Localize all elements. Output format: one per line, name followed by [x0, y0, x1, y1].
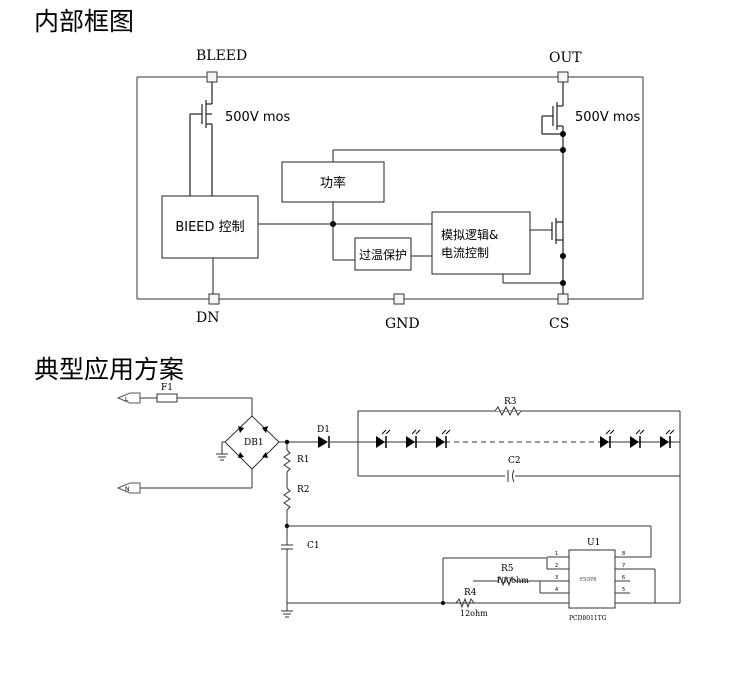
pin-bleed — [206, 71, 218, 83]
bleed-control-label: BIEED 控制 — [175, 220, 244, 235]
c1-label: C1 — [307, 541, 320, 551]
mosfet-cs — [551, 218, 563, 244]
power-label: 功率 — [320, 175, 346, 191]
u1-label: U1 — [587, 538, 600, 548]
logic-label-2: 电流控制 — [441, 246, 489, 260]
terminal-neutral-label: N — [125, 486, 130, 493]
pin-cs — [557, 293, 569, 305]
c2-label: C2 — [508, 456, 521, 466]
capacitor-c2 — [505, 469, 515, 483]
led-4 — [600, 429, 615, 448]
ground-symbol — [281, 603, 293, 618]
otp-label: 过温保护 — [359, 248, 407, 262]
resistor-r4 — [455, 597, 475, 609]
power-block — [281, 161, 385, 203]
ic-u1 — [568, 549, 616, 609]
section1-title: 内部框图 — [34, 7, 134, 36]
pin-out — [557, 71, 569, 83]
pin-gnd — [393, 293, 405, 305]
ic-pin-3: 3 — [555, 575, 558, 581]
ic-pin-4: 4 — [555, 587, 558, 593]
junction-r4 — [441, 601, 445, 605]
diode-d1 — [318, 436, 328, 448]
led-3 — [436, 429, 451, 448]
logic-label-1: 模拟逻辑& — [441, 228, 498, 242]
ic-package-mark: ESOP8 — [580, 577, 596, 583]
led-5 — [630, 429, 645, 448]
resistor-r5 — [497, 575, 516, 587]
pin-label-dn: DN — [196, 310, 219, 326]
mos-right-label: 500V mos — [575, 110, 640, 125]
ic-pin-5: 5 — [622, 587, 625, 593]
mosfet-right — [541, 82, 564, 294]
wire-ac — [140, 397, 253, 489]
diode-label: D1 — [317, 425, 330, 435]
ic-pin-2: 2 — [555, 563, 558, 569]
ic-pin-numbers: 1 2 3 4 8 7 6 5 — [555, 551, 625, 593]
terminal-line — [116, 392, 141, 494]
led-6 — [660, 429, 675, 448]
r4-label: R4 — [464, 588, 477, 598]
junction-r1 — [284, 439, 290, 445]
r5-label: R5 — [501, 564, 514, 574]
fuse-f1 — [156, 393, 178, 403]
r3-label: R3 — [504, 397, 517, 407]
r4-value: 12ohm — [460, 609, 488, 618]
bleed-control-block — [161, 195, 259, 259]
bridge-label: DB1 — [244, 438, 264, 448]
internal-wiring — [258, 149, 563, 284]
fuse-label: F1 — [161, 383, 173, 393]
pin-dn — [208, 293, 220, 305]
ic-part-number: PCD8011TG — [569, 615, 607, 622]
mosfet-left — [189, 82, 213, 196]
r2-label: R2 — [297, 485, 310, 495]
resistor-r3 — [494, 405, 522, 417]
ic-pin-6: 6 — [622, 575, 625, 581]
pin-label-bleed: BLEED — [196, 48, 247, 64]
section2-title: 典型应用方案 — [34, 355, 184, 384]
ic-pin-1: 1 — [555, 551, 558, 557]
pin-label-out: OUT — [549, 50, 582, 66]
ic-pin-8: 8 — [622, 551, 625, 557]
pin-label-cs: CS — [549, 316, 569, 332]
logic-block — [431, 211, 531, 275]
junction-dots — [330, 131, 566, 286]
resistor-r2 — [283, 480, 291, 545]
wire-ic — [287, 476, 681, 604]
bridge-diodes — [238, 426, 268, 458]
pin-label-gnd: GND — [385, 316, 420, 332]
otp-block — [354, 237, 412, 271]
capacitor-c1 — [281, 544, 293, 603]
led-2 — [406, 429, 421, 448]
led-1 — [376, 429, 391, 448]
resistor-r1 — [283, 442, 291, 480]
r1-label: R1 — [297, 455, 310, 465]
r5-value: 100ohm — [496, 576, 529, 585]
mos-left-label: 500V mos — [225, 110, 290, 125]
bridge-rectifier — [216, 415, 280, 470]
terminal-line-label: L — [125, 396, 129, 403]
ic-pin-7: 7 — [622, 563, 625, 569]
ic-pins — [547, 556, 630, 594]
